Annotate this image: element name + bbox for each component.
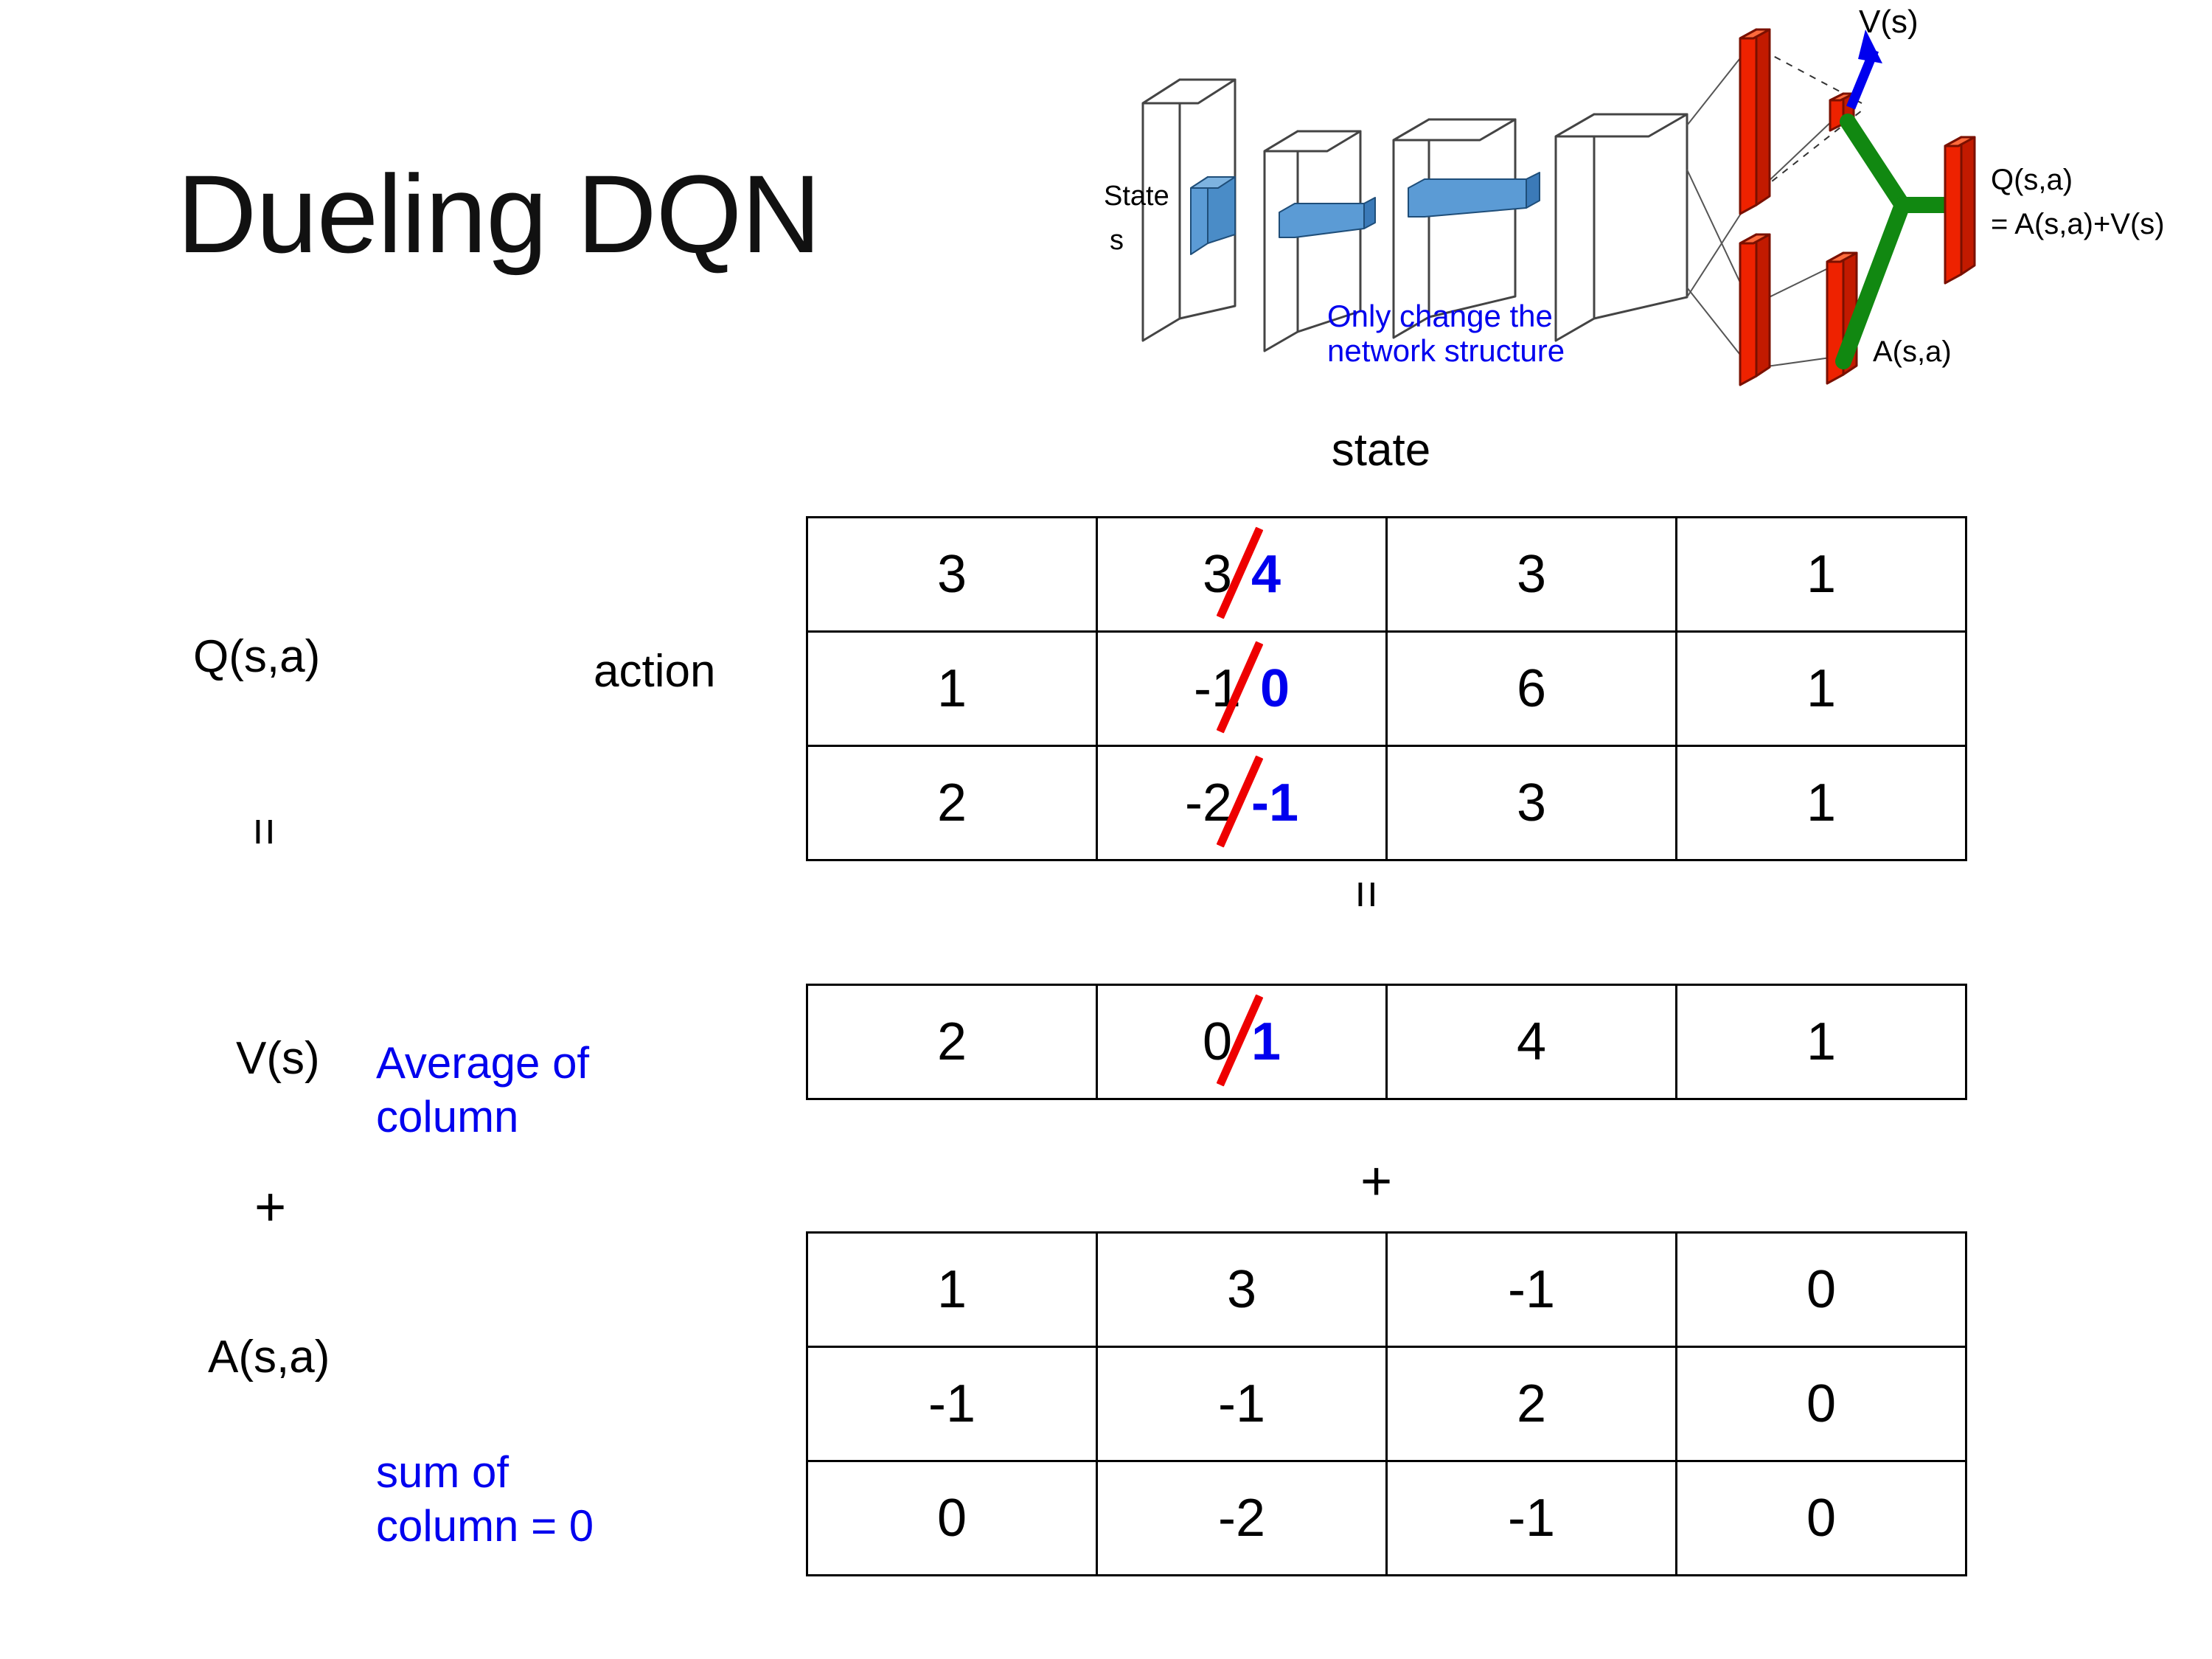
average-note-line-2: column [376,1092,519,1142]
diagram-note-line-1: Only change the [1327,299,1553,333]
new-value: -1 [1251,773,1299,832]
table-cell: 3 [806,516,1098,633]
table-cell: 1 [1675,516,1967,633]
table-cell: 0 [806,1460,1098,1576]
plus-operator-middle: + [1360,1150,1393,1211]
table-cell: 2 [806,745,1098,861]
table-cell-edited: -2 -1 [1096,745,1388,861]
new-value: 0 [1259,659,1290,718]
average-of-column-note: Average of column [376,1036,589,1144]
sum-of-column-note: sum of column = 0 [376,1445,594,1553]
diagram-q-label: Q(s,a) [1991,164,2073,196]
diagram-value-label: V(s) [1859,4,1919,40]
diagram-q-formula: = A(s,a)+V(s) [1991,208,2165,240]
table-cell: -2 [1096,1460,1388,1576]
table-cell: -1 [1096,1346,1388,1462]
sum-note-line-1: sum of [376,1447,509,1497]
table-cell: -1 [1385,1460,1677,1576]
sum-note-line-2: column = 0 [376,1501,594,1551]
old-value: -1 [1193,659,1241,718]
table-cell: 1 [806,1231,1098,1348]
old-value: 3 [1202,545,1232,604]
old-value: -2 [1184,773,1232,832]
table-cell: 1 [1675,745,1967,861]
table-cell: 0 [1675,1231,1967,1348]
table-cell: 6 [1385,630,1677,747]
a-table-label: A(s,a) [208,1332,330,1382]
table-cell: 1 [1675,984,1967,1100]
table-cell: 2 [1385,1346,1677,1462]
table-cell: 1 [1675,630,1967,747]
page-title: Dueling DQN [177,152,821,276]
table-cell: -1 [806,1346,1098,1462]
table-cell: 3 [1385,745,1677,861]
table-cell: 1 [806,630,1098,747]
table-cell: 0 [1675,1460,1967,1576]
table-cell: -1 [1385,1231,1677,1348]
v-table-label: V(s) [236,1033,320,1084]
new-value: 1 [1251,1012,1281,1071]
diagram-note: Only change the network structure [1327,299,1565,368]
equals-operator-left: = [237,817,293,846]
table-cell-edited: -1 0 [1096,630,1388,747]
new-value: 4 [1251,545,1281,604]
table-cell: 0 [1675,1346,1967,1462]
dueling-network-diagram [1084,0,2212,413]
diagram-state-label: State [1104,181,1169,212]
q-table-label: Q(s,a) [193,631,321,682]
plus-operator-left: + [254,1176,287,1237]
table-cell: 2 [806,984,1098,1100]
table-cell: 3 [1385,516,1677,633]
equals-operator-middle: = [1340,880,1395,909]
diagram-advantage-label: A(s,a) [1873,335,1952,368]
diagram-state-symbol: s [1110,225,1124,256]
action-axis-label: action [594,646,716,697]
old-value: 0 [1202,1012,1232,1071]
average-note-line-1: Average of [376,1038,590,1088]
table-cell: 4 [1385,984,1677,1100]
table-cell: 3 [1096,1231,1388,1348]
state-axis-label: state [1331,425,1431,476]
diagram-note-line-2: network structure [1327,333,1565,369]
